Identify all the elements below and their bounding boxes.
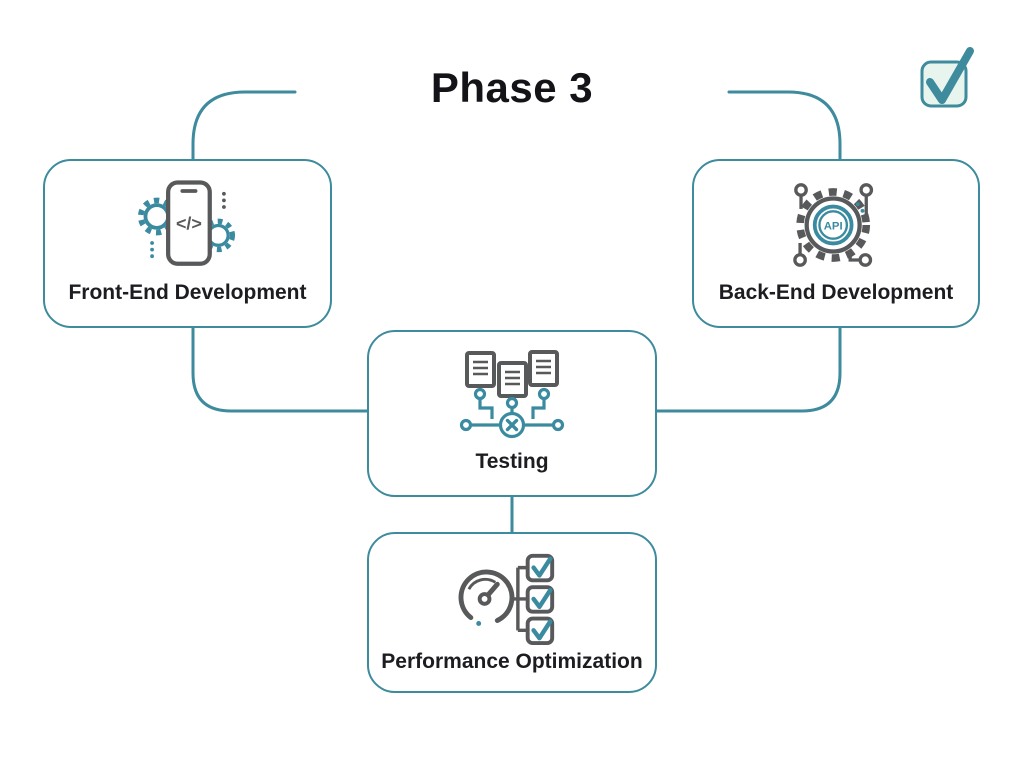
checklist	[525, 553, 555, 646]
node-label: Testing	[475, 450, 549, 473]
speedometer-checklist-icon	[458, 553, 555, 646]
node-label: Back-End Development	[718, 281, 954, 304]
connector-title-to-front-end	[191, 90, 297, 161]
circuit-nodes	[793, 183, 874, 267]
node-label: Performance Optimization	[381, 650, 643, 673]
connector-back-end-to-testing	[655, 326, 842, 413]
smartphone-code-gears-icon: </>	[137, 180, 235, 266]
node-front-end-development: </> Front-End Development	[43, 159, 332, 328]
documents-network-x-icon	[459, 350, 565, 439]
dots-bottom-left	[149, 241, 154, 259]
dots-accent	[855, 202, 865, 213]
node-back-end-development: API Back-End Development	[692, 159, 980, 328]
speedometer	[458, 569, 515, 626]
api-label: API	[824, 221, 843, 233]
connector-front-end-to-testing	[191, 326, 369, 413]
document-lines	[473, 359, 551, 386]
checked-checkbox-icon	[920, 47, 974, 108]
node-label: Front-End Development	[68, 281, 307, 304]
api-gear-circuit-icon: API	[793, 183, 874, 267]
node-testing: Testing	[367, 330, 657, 497]
code-glyph: </>	[175, 214, 201, 234]
page-title: Phase 3	[430, 64, 594, 111]
network-ports	[459, 387, 565, 439]
x-mark	[505, 418, 519, 432]
connector-title-to-back-end	[727, 90, 842, 161]
node-performance-optimization: Performance Optimization	[367, 532, 657, 693]
dots-top-right	[221, 191, 226, 209]
